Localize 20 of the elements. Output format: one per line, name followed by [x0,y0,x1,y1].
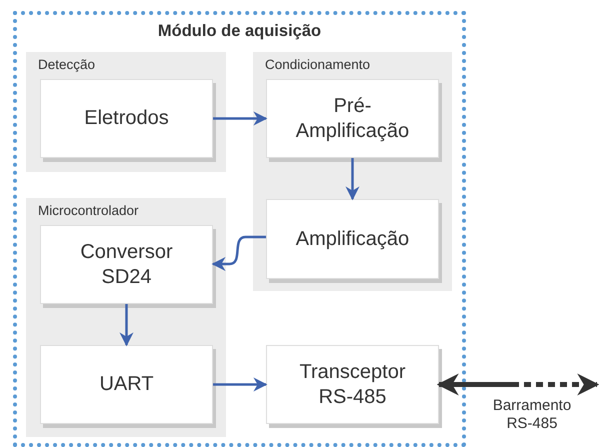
box-label: Pré-Amplificação [294,94,410,144]
box-label: Transceptor RS-485 [298,360,406,410]
group-title: Detecção [38,57,96,72]
arrow [120,304,134,346]
box-label: UART [99,372,154,397]
group-title: Condicionamento [265,57,370,72]
module-title: Módulo de aquisição [156,22,322,41]
arrow [213,112,268,126]
arrow [436,374,599,396]
group-panel [26,52,226,172]
arrow [346,158,360,200]
box-label: Amplificação [296,226,410,252]
module-frame [13,11,466,447]
arrow [212,236,266,271]
group-title: Microcontrolador [38,203,139,218]
group-panel [253,52,452,291]
box-label: Eletrodos [84,106,169,131]
arrow [213,378,268,392]
group-panel [26,198,226,437]
box-label: Conversor SD24 [79,240,174,290]
